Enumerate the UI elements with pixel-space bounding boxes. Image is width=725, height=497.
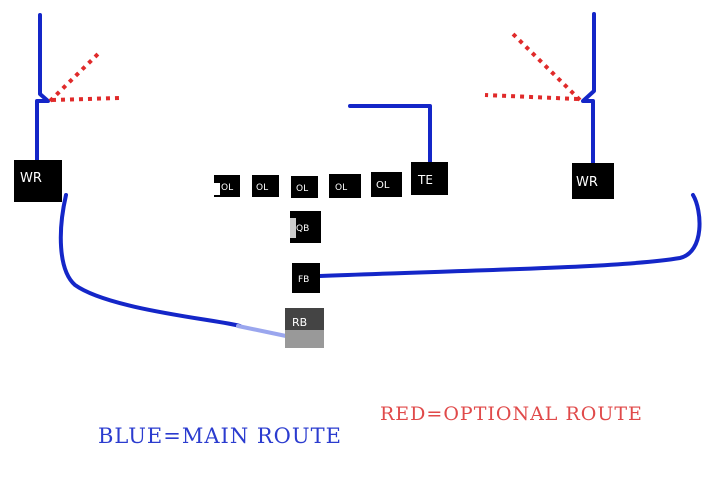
rb-route-faded [236, 324, 288, 338]
ol-4-label: OL [335, 183, 347, 193]
wr-right-label: WR [576, 175, 598, 190]
qb-label: QB [296, 224, 309, 234]
ol-3-label: OL [296, 184, 308, 194]
te-label: TE [417, 173, 433, 187]
tight-end: TE [411, 162, 448, 195]
wr-right-option-up [510, 31, 582, 102]
ol-2-label: OL [256, 183, 268, 193]
fb-label: FB [298, 275, 309, 285]
quarterback: QB [290, 211, 321, 243]
wr-left-option-up [48, 50, 102, 103]
offensive-lineman-2: OL [252, 175, 279, 197]
running-back: RB [285, 308, 324, 348]
ol-1-label: OL [221, 183, 233, 193]
fb-route [318, 193, 702, 278]
wr-left-option-flat [51, 96, 121, 102]
wr-right-route [581, 12, 596, 165]
wr-left-label: WR [20, 171, 42, 186]
offensive-lineman-1: OL [214, 175, 240, 197]
te-route [348, 104, 432, 164]
offensive-lineman-4: OL [329, 174, 361, 198]
main-routes [35, 12, 702, 328]
legend-optional-route: RED=OPTIONAL ROUTE [380, 403, 643, 425]
ol-5-label: OL [376, 180, 390, 191]
rb-label: RB [292, 316, 307, 329]
fullback: FB [292, 263, 320, 293]
offensive-line: OL OL OL OL OL [214, 172, 402, 198]
legend-main-route: BLUE=MAIN ROUTE [98, 424, 342, 448]
wide-receiver-left: WR [14, 160, 62, 202]
wr-right-option-flat [484, 93, 579, 101]
wr-left-route [35, 13, 50, 162]
rb-route [58, 193, 242, 328]
optional-routes [48, 31, 582, 103]
offensive-lineman-5: OL [371, 172, 402, 197]
offensive-lineman-3: OL [291, 176, 318, 198]
wide-receiver-right: WR [572, 163, 614, 199]
